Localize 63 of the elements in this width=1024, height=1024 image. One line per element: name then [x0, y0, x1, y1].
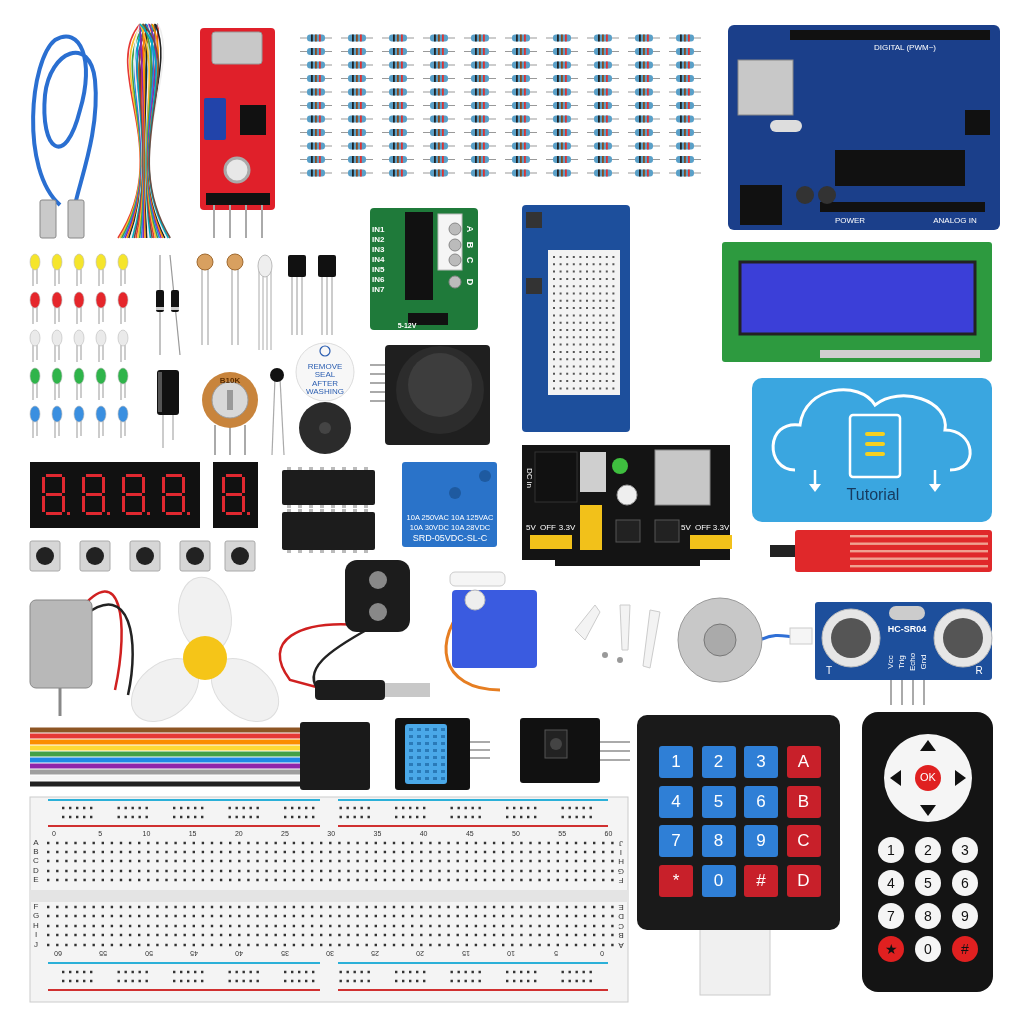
- pin-label: Echo: [908, 652, 918, 672]
- header-label: POWER: [834, 216, 866, 226]
- row-letter: I: [34, 930, 38, 940]
- row-letter: D: [33, 866, 39, 876]
- pin-label: Gnd: [919, 654, 929, 670]
- jumper-label: 5V: [681, 523, 691, 533]
- row-letter: B: [33, 847, 39, 857]
- row-letter: F: [618, 875, 624, 885]
- warning-label: REMOVE SEAL AFTER WASHING: [305, 363, 345, 397]
- row-letter: E: [618, 902, 624, 912]
- port-label: DC in: [524, 468, 534, 488]
- pin-label: Vcc: [886, 655, 896, 669]
- keypad-key: 7: [659, 825, 693, 857]
- row-letter: A: [33, 838, 39, 848]
- terminal-label: C: [464, 256, 474, 264]
- model-label: HC-SR04: [887, 625, 927, 635]
- row-letter: G: [32, 911, 40, 921]
- pin-label: IN6: [372, 275, 385, 285]
- pin-label: IN5: [372, 265, 385, 275]
- header-label: ANALOG IN: [933, 216, 977, 226]
- pin-label: IN2: [372, 235, 385, 245]
- row-letter: F: [33, 902, 39, 912]
- keypad-key: 4: [659, 785, 693, 818]
- row-letter: I: [619, 847, 623, 857]
- pin-label: IN1: [372, 225, 385, 235]
- keypad-key: 1: [659, 746, 693, 778]
- keypad-key: 8: [701, 825, 736, 857]
- keypad-key: 9: [744, 825, 778, 857]
- jumper-label: 3.3V: [558, 523, 576, 533]
- keypad-key: #: [744, 864, 778, 897]
- terminal-label: D: [464, 278, 474, 286]
- row-letter: J: [34, 940, 38, 950]
- row-letter: J: [619, 838, 623, 848]
- terminal-label: A: [464, 225, 474, 233]
- tutorial-label: Tutorial: [846, 486, 900, 504]
- header-label: DIGITAL (PWM~): [874, 43, 936, 53]
- transducer-label: R: [975, 665, 983, 677]
- pin-label: IN3: [372, 245, 385, 255]
- row-letter: A: [618, 940, 624, 950]
- pin-label: IN4: [372, 255, 385, 265]
- terminal-label: B: [464, 241, 474, 249]
- row-letter: G: [617, 866, 625, 876]
- row-letter: C: [33, 856, 39, 866]
- keypad-key: A: [786, 746, 821, 778]
- row-letter: H: [618, 856, 624, 866]
- jumper-label: 5V: [526, 523, 536, 533]
- keypad-key: *: [659, 864, 693, 897]
- keypad-key: 6: [744, 785, 778, 818]
- jumper-label: OFF: [695, 523, 711, 533]
- keypad-key: 3: [744, 746, 778, 778]
- row-letter: E: [33, 875, 39, 885]
- pin-label: IN7: [372, 285, 385, 295]
- keypad-key: 2: [701, 746, 736, 778]
- row-letter: C: [618, 921, 624, 931]
- keypad-key: C: [786, 825, 821, 857]
- jumper-label: OFF: [540, 523, 556, 533]
- model-label: SRD-05VDC-SL-C: [412, 534, 488, 544]
- row-letter: B: [618, 930, 624, 940]
- transducer-label: T: [825, 665, 833, 677]
- jumper-label: 3.3V: [712, 523, 730, 533]
- row-letter: H: [33, 921, 39, 931]
- pin-label: Trig: [897, 655, 907, 669]
- row-letter: D: [618, 911, 624, 921]
